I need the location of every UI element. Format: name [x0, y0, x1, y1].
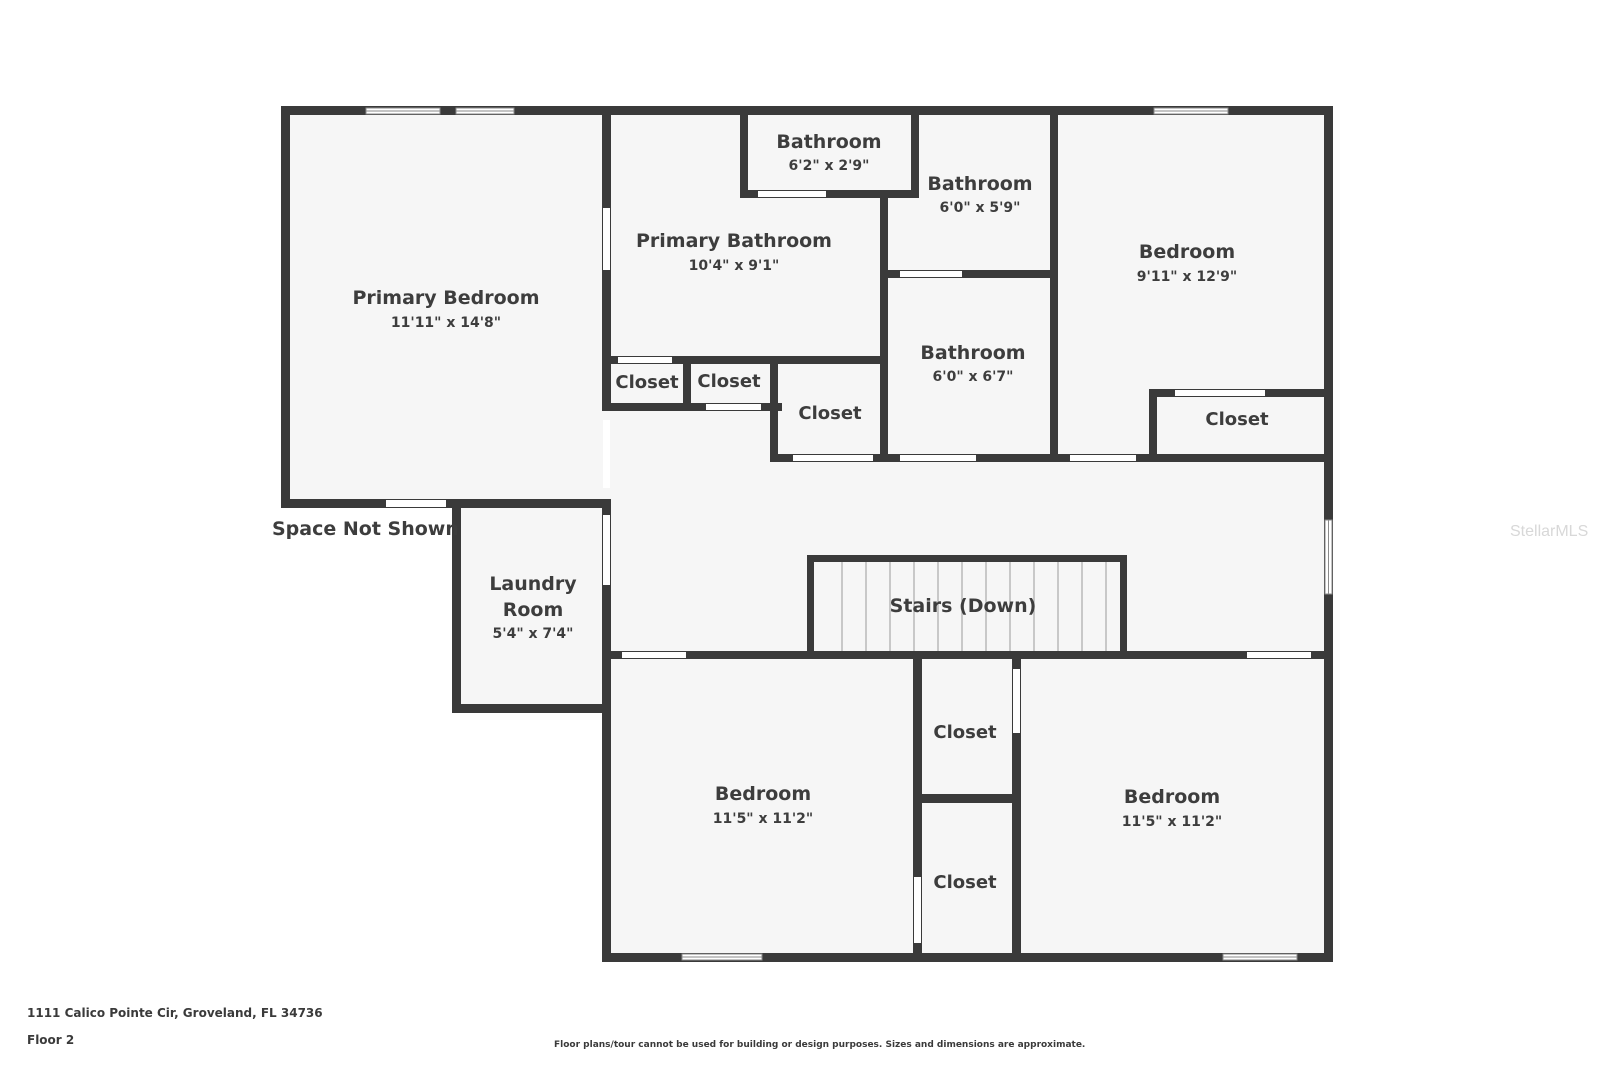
room-dims-bedroom-se: 11'5" x 11'2" — [1122, 814, 1222, 830]
room-dims-bedroom-sw: 11'5" x 11'2" — [713, 811, 813, 827]
door-openings — [386, 191, 1311, 943]
room-name-bathroom-lower: Bathroom — [920, 342, 1025, 364]
windows — [365, 107, 1333, 961]
room-name-stairs: Stairs (Down) — [890, 595, 1037, 617]
address-text: 1111 Calico Pointe Cir, Groveland, FL 34… — [27, 1006, 323, 1020]
room-name-bedroom-ne: Bedroom — [1139, 241, 1235, 263]
room-name-bathroom-upper: Bathroom — [927, 173, 1032, 195]
room-name-closet-3: Closet — [798, 403, 862, 424]
room-dims-bathroom-upper: 6'0" x 5'9" — [940, 200, 1021, 216]
room-dims-bedroom-ne: 9'11" x 12'9" — [1137, 269, 1237, 285]
room-name-closet-4: Closet — [1205, 409, 1269, 430]
room-name-closet-5: Closet — [933, 722, 997, 743]
room-name-closet-1: Closet — [615, 372, 679, 393]
stair-treads — [841, 562, 1107, 651]
room-name-bedroom-sw: Bedroom — [715, 783, 811, 805]
room-name-laundry-line-2: Room — [503, 599, 564, 621]
room-labels: Primary Bedroom 11'11" x 14'8" Bathroom … — [272, 131, 1269, 893]
room-name-laundry-line-1: Laundry — [489, 573, 577, 595]
room-name-primary-bathroom: Primary Bathroom — [636, 230, 832, 252]
room-name-bathroom-small: Bathroom — [776, 131, 881, 153]
watermark-logo: StellarMLS — [1510, 523, 1589, 540]
floor-label: Floor 2 — [27, 1033, 75, 1047]
disclaimer-text: Floor plans/tour cannot be used for buil… — [554, 1040, 1086, 1050]
room-dims-primary-bathroom: 10'4" x 9'1" — [689, 258, 780, 274]
room-name-closet-2: Closet — [697, 371, 761, 392]
room-dims-bathroom-small: 6'2" x 2'9" — [789, 158, 870, 174]
room-dims-primary-bedroom: 11'11" x 14'8" — [391, 315, 501, 331]
room-dims-bathroom-lower: 6'0" x 6'7" — [933, 369, 1014, 385]
room-name-bedroom-se: Bedroom — [1124, 786, 1220, 808]
room-dims-laundry-room: 5'4" x 7'4" — [493, 626, 574, 642]
floor-fill — [281, 109, 1330, 962]
space-not-shown-label: Space Not Shown — [272, 518, 459, 540]
room-name-closet-6: Closet — [933, 872, 997, 893]
room-name-primary-bedroom: Primary Bedroom — [352, 287, 539, 309]
